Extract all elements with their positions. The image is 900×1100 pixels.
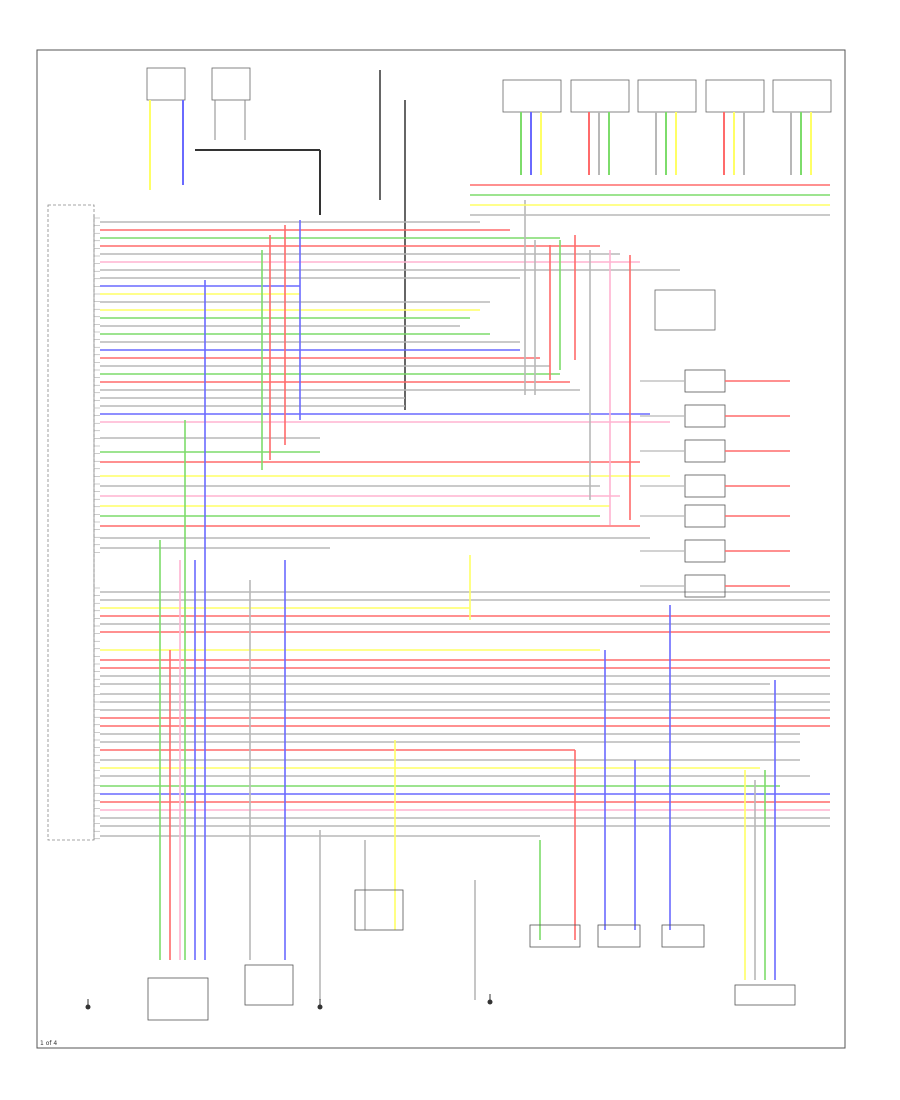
ground-symbol — [85, 1004, 91, 1010]
upper-wire-bundle — [100, 184, 830, 549]
relay-module — [654, 289, 716, 331]
left-knock-sensor — [244, 964, 294, 1006]
ecm-pin-labels — [94, 217, 100, 840]
lower-wire-bundle — [100, 591, 830, 837]
fuel-injector — [502, 79, 562, 113]
diagram-border — [36, 49, 846, 1049]
camshaft-sensor — [661, 924, 705, 948]
left-oxygen-sensor — [529, 924, 581, 948]
vertical-wire-drops — [159, 280, 776, 1000]
fuel-injector — [637, 79, 697, 113]
relay — [684, 504, 726, 528]
ground-symbol — [487, 999, 493, 1005]
relay — [684, 539, 726, 563]
right-oxygen-sensor — [597, 924, 641, 948]
right-knock-sensor — [354, 889, 404, 931]
bottom-components — [85, 889, 796, 1021]
relay — [684, 439, 726, 463]
fuel-injector — [772, 79, 832, 113]
fuel-injector — [570, 79, 630, 113]
ecm-connector-block — [47, 204, 95, 841]
throttle-position-sensor — [147, 977, 209, 1021]
relay — [684, 574, 726, 598]
idle-air-control-valve — [734, 984, 796, 1006]
relay — [684, 369, 726, 393]
relay — [684, 474, 726, 498]
fuel-injectors — [502, 79, 832, 175]
relay-blocks — [640, 289, 790, 598]
ground-symbol — [317, 1004, 323, 1010]
fuel-injector — [705, 79, 765, 113]
relay — [684, 404, 726, 428]
page-number: 1 of 4 — [40, 1040, 58, 1047]
